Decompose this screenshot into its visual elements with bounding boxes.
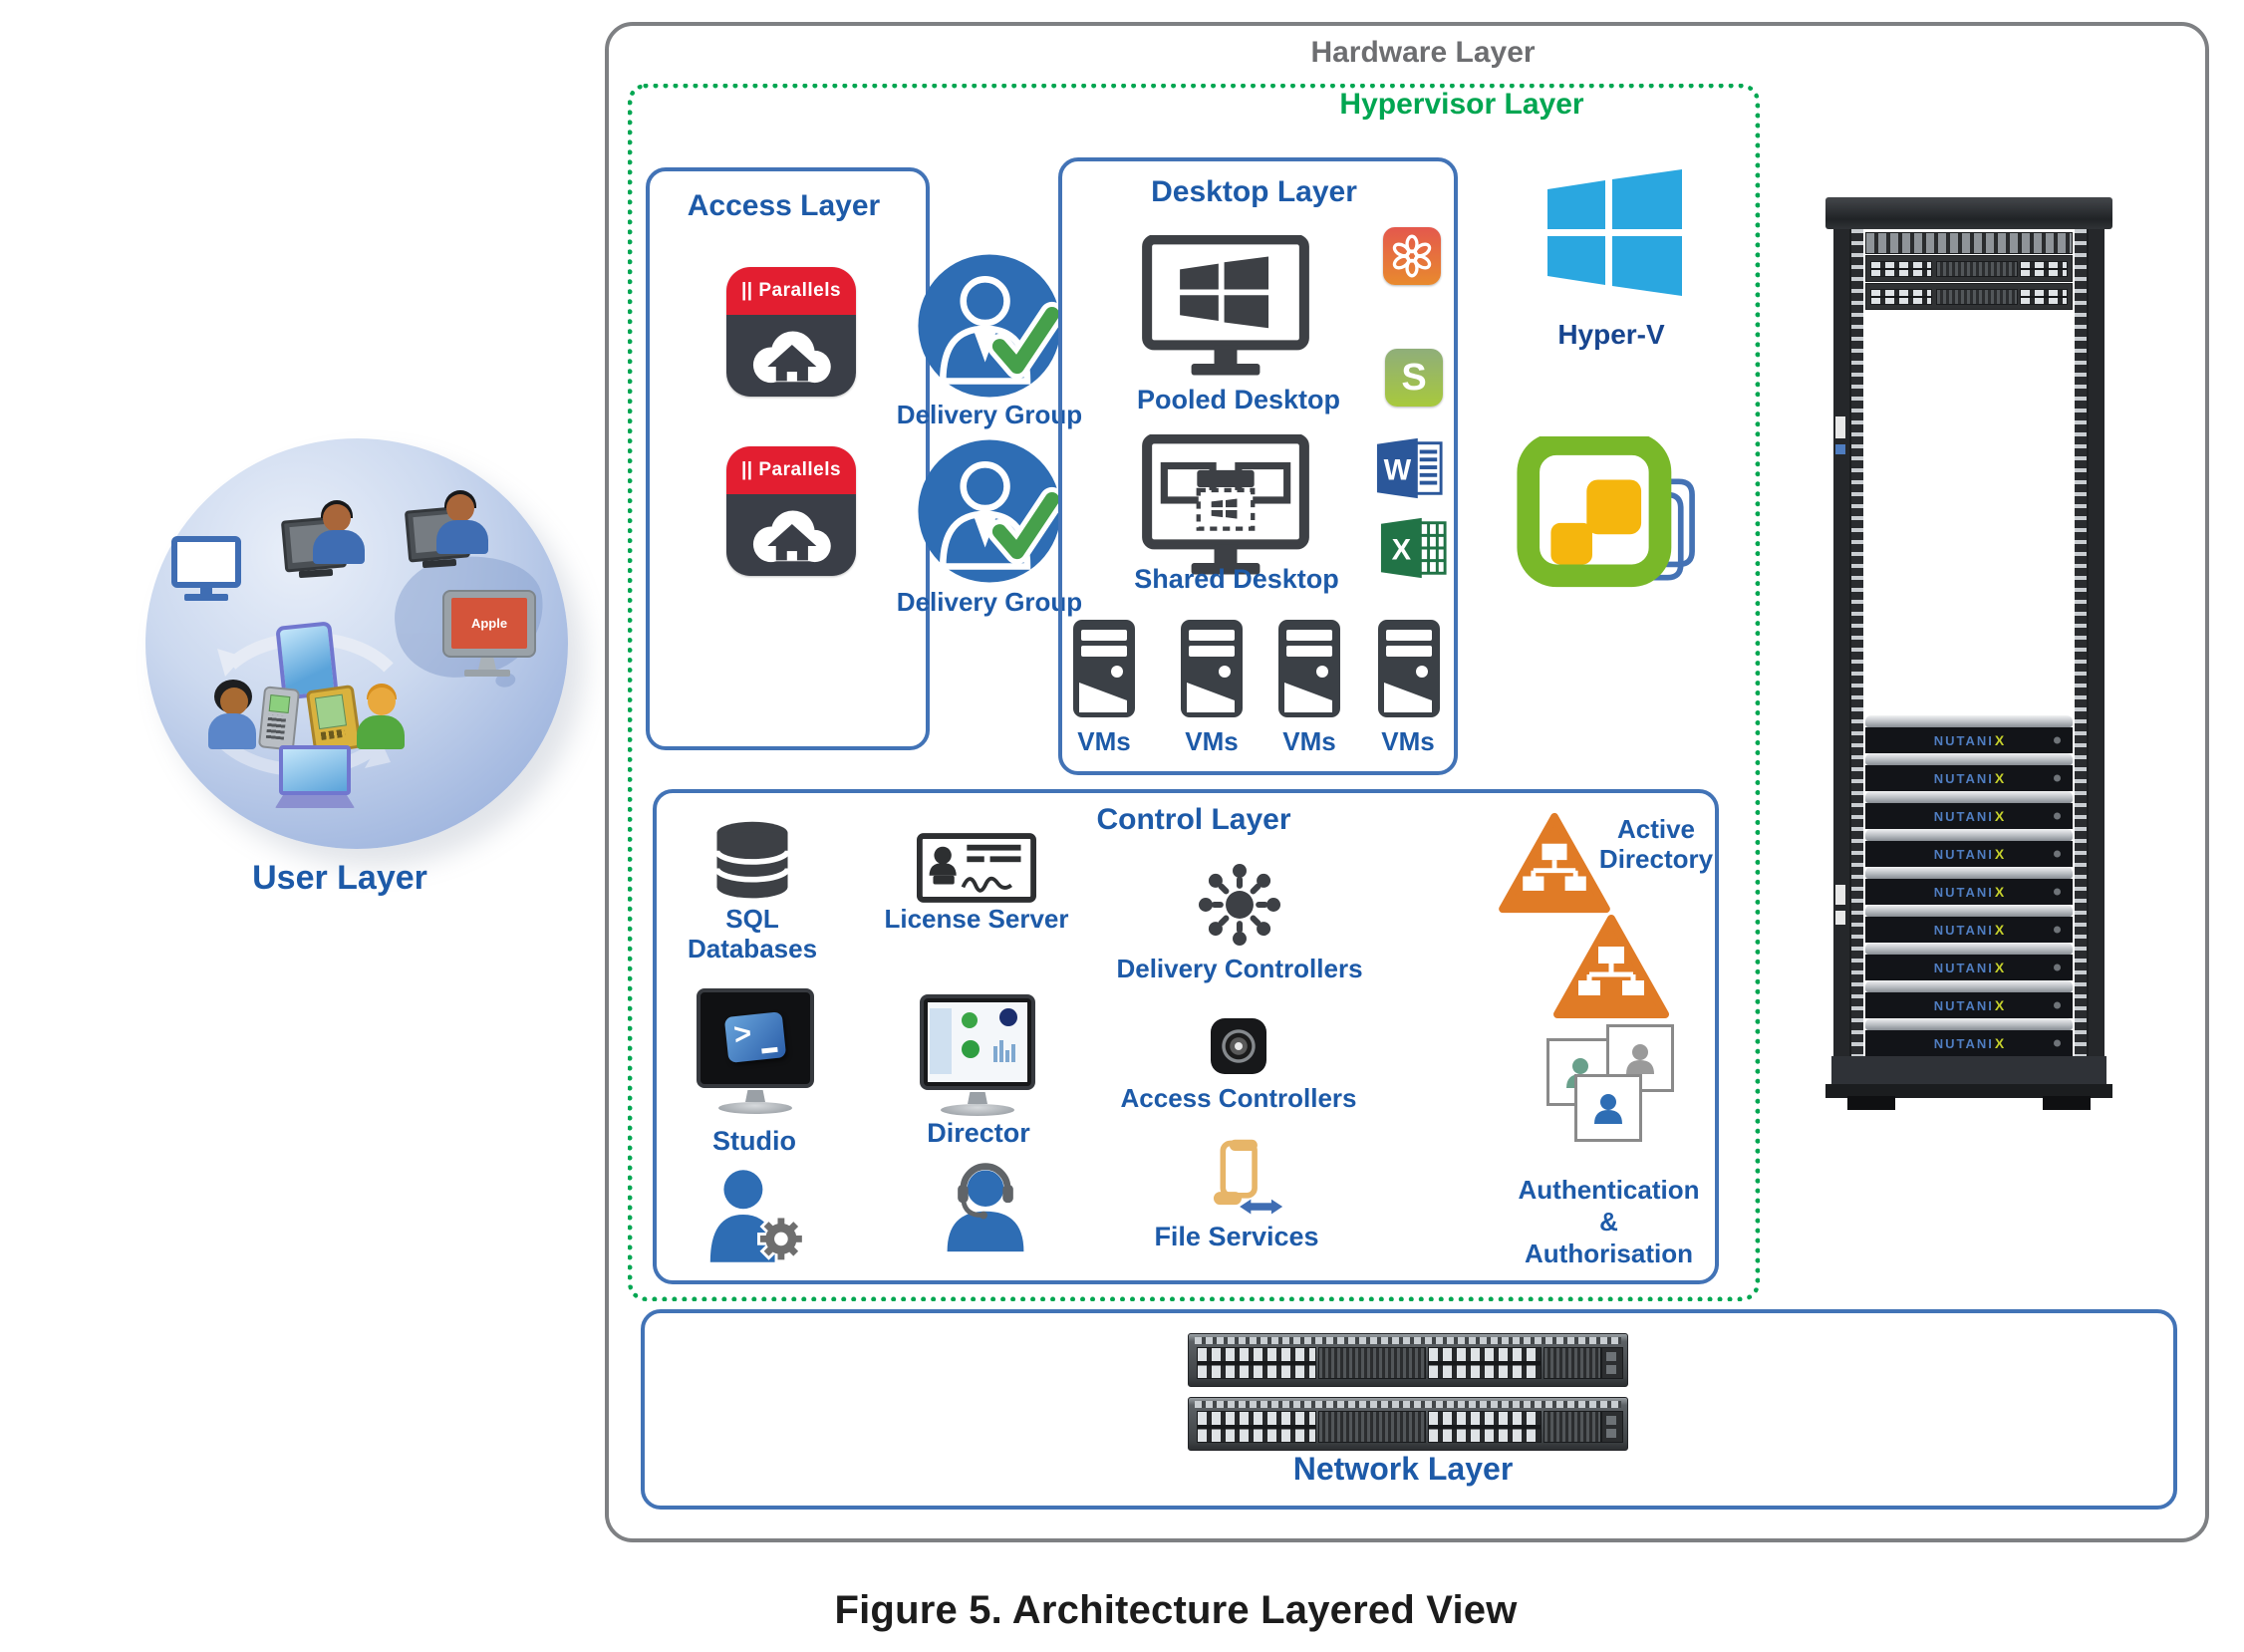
license-server-label: License Server [884, 904, 1069, 934]
vms-label: VMs [1282, 726, 1336, 756]
admin-user-gear-icon [709, 1170, 805, 1263]
file-services-icon [1213, 1139, 1283, 1215]
vms-label: VMs [1381, 726, 1435, 756]
cloud-home-icon [752, 510, 831, 563]
hypervisor-layer-box [628, 84, 1760, 1301]
parallels-brand-text: || Parallels [726, 267, 856, 315]
vms-label: VMs [1077, 726, 1131, 756]
user-at-workstation-icon [280, 500, 375, 592]
laptop-icon [275, 745, 355, 808]
file-services-label: File Services [1154, 1222, 1319, 1251]
cloud-home-icon [752, 331, 831, 384]
control-layer-box [653, 789, 1719, 1284]
shared-desktop-label: Shared Desktop [1134, 564, 1339, 594]
network-switch [1188, 1397, 1628, 1451]
studio-monitor-icon: > [696, 988, 815, 1114]
delivery-controllers-icon [1198, 863, 1281, 947]
vm-tower-icon [1378, 620, 1440, 717]
pooled-desktop-monitor-icon [1142, 235, 1309, 376]
figure-caption: Figure 5. Architecture Layered View [834, 1588, 1518, 1632]
authentication-cards-icon [1546, 1024, 1686, 1159]
vmware-vsphere-logo [1517, 436, 1695, 588]
delivery-group-icon [917, 253, 1065, 399]
thin-client-monitor-icon [171, 536, 241, 601]
delivery-group-label: Delivery Group [896, 400, 1083, 429]
delivery-group-icon [917, 438, 1065, 584]
user-card-blue [1574, 1074, 1642, 1142]
photos-app-icon [1383, 227, 1441, 285]
network-switch [1188, 1333, 1628, 1387]
network-layer-label: Network Layer [1292, 1451, 1514, 1487]
delivery-controllers-label: Delivery Controllers [1116, 954, 1363, 983]
hypervisor-layer-label: Hypervisor Layer [1339, 88, 1584, 121]
apple-monitor-text: Apple [451, 598, 527, 649]
word-icon: W [1376, 437, 1443, 499]
vms-label: VMs [1185, 726, 1239, 756]
handheld-device-icon [305, 684, 363, 755]
sql-database-icon [713, 821, 791, 899]
access-controllers-icon [1211, 1018, 1266, 1074]
parallels-client-icon: || Parallels [726, 267, 856, 397]
active-directory-label: Active Directory [1598, 814, 1714, 874]
apple-monitor-icon: Apple [442, 590, 536, 677]
rack-top-cap [1825, 197, 2112, 229]
vm-tower-icon [1073, 620, 1135, 717]
director-label: Director [927, 1118, 1030, 1148]
hardware-layer-label: Hardware Layer [1310, 36, 1536, 69]
director-monitor-icon [919, 994, 1036, 1116]
rack-switch [1865, 283, 2073, 310]
active-directory-icon [1499, 812, 1610, 914]
rack-base [1831, 1056, 2106, 1084]
studio-label: Studio [712, 1126, 796, 1156]
s-app-icon: S [1385, 349, 1443, 407]
director-dashboard [928, 1002, 1027, 1082]
excel-icon: X [1380, 517, 1447, 579]
support-headset-user-icon [947, 1163, 1024, 1252]
delivery-group-label: Delivery Group [896, 587, 1083, 617]
rack-switch [1865, 232, 2073, 254]
desktop-layer-label: Desktop Layer [1151, 175, 1357, 208]
parallels-client-icon: || Parallels [726, 446, 856, 576]
svg-text:X: X [1392, 535, 1412, 567]
pooled-desktop-label: Pooled Desktop [1136, 385, 1341, 414]
network-layer-box [641, 1309, 2177, 1510]
control-layer-label: Control Layer [1096, 803, 1291, 836]
mobile-phone-icon [257, 686, 301, 751]
powershell-icon: > [723, 1011, 787, 1063]
svg-text:W: W [1384, 455, 1412, 487]
license-server-icon [917, 833, 1036, 903]
user-at-workstation-icon [404, 490, 498, 580]
parallels-brand-text: || Parallels [726, 446, 856, 494]
rack-switch [1865, 255, 2073, 282]
female-user-icon [208, 680, 256, 749]
s-app-letter: S [1401, 356, 1427, 399]
hyper-v-windows-logo [1547, 169, 1682, 296]
male-user-icon [357, 684, 405, 749]
authentication-authorisation-label: Authentication & Authorisation [1518, 1175, 1700, 1268]
access-layer-label: Access Layer [687, 189, 881, 222]
vm-tower-icon [1278, 620, 1340, 717]
access-layer-box [646, 167, 930, 750]
user-layer-label: User Layer [252, 859, 427, 897]
hardware-layer-box [605, 22, 2209, 1542]
access-controllers-label: Access Controllers [1120, 1083, 1357, 1113]
hyper-v-label: Hyper-V [1557, 319, 1665, 350]
vm-tower-icon [1181, 620, 1243, 717]
desktop-layer-box [1058, 157, 1458, 775]
sql-databases-label: SQL Databases [687, 904, 818, 964]
shared-desktop-monitor-icon [1142, 434, 1309, 575]
active-directory-icon [1553, 915, 1669, 1018]
